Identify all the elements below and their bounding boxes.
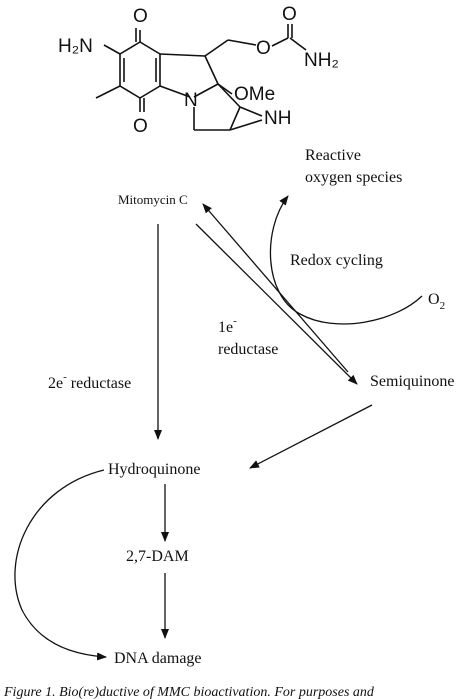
- reactive-oxygen-species-line2: oxygen species: [305, 169, 402, 186]
- two-electron-superscript: -: [63, 371, 67, 383]
- o2-subscript: 2: [440, 300, 446, 312]
- arrow-semiquinone-to-mitomycin: [202, 203, 349, 373]
- arrow-redox-cycling: [269, 195, 423, 325]
- atom-o-bottom: O: [133, 116, 148, 137]
- mitomycin-c-structure: O H₂N O O NH₂ O N OMe NH: [58, 4, 339, 137]
- arrow-semiquinone-to-hydroquinone: [249, 404, 373, 469]
- atom-o-top: O: [133, 6, 148, 27]
- atom-nh2: NH₂: [304, 50, 339, 71]
- semiquinone-label: Semiquinone: [370, 373, 454, 390]
- one-electron-label: 1e-: [218, 315, 237, 336]
- one-electron-superscript: -: [233, 315, 237, 327]
- atom-o-ester: O: [256, 38, 271, 59]
- two-electron-reductase-label: 2e- reductase: [48, 371, 131, 392]
- arrow-hydroquinone-to-dna-damage: [14, 469, 107, 661]
- arrow-mitomycin-to-semiquinone: [195, 223, 358, 385]
- dam-label: 2,7-DAM: [126, 548, 189, 565]
- redox-cycling-label: Redox cycling: [290, 252, 383, 269]
- mitomycin-c-label: Mitomycin C: [118, 192, 188, 207]
- hydroquinone-label: Hydroquinone: [108, 461, 200, 478]
- o2-label: O2: [428, 291, 445, 312]
- figure-caption: Figure 1. Bio(re)ductive of MMC bioactiv…: [3, 685, 375, 699]
- atom-nh: NH: [264, 108, 291, 129]
- one-electron-reductase-label: reductase: [218, 341, 278, 358]
- atom-h2n: H₂N: [58, 36, 93, 57]
- atom-o-carbonyl: O: [282, 4, 297, 25]
- reactive-oxygen-species-line1: Reactive: [305, 147, 361, 164]
- pathway-arrows: [14, 195, 423, 661]
- dna-damage-label: DNA damage: [114, 650, 202, 667]
- atom-ome: OMe: [234, 84, 275, 105]
- atom-n-ring: N: [184, 90, 198, 111]
